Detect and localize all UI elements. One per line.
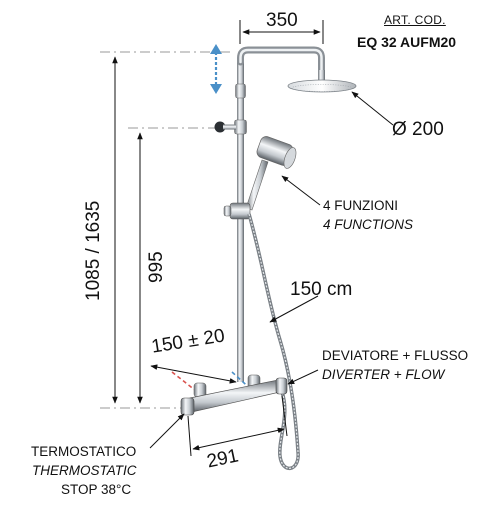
article-code-label: ART. COD. <box>384 13 446 27</box>
shower-hose <box>247 213 300 470</box>
thermostatic-label-it: TERMOSTATICO <box>31 444 137 459</box>
arm-length-label: 350 <box>266 10 298 31</box>
wall-bracket <box>214 121 236 133</box>
functions-label-en: 4 FUNCTIONS <box>323 217 414 232</box>
reference-lines <box>100 51 232 409</box>
mixer-width-dimension <box>187 395 288 457</box>
height-total-label: 1085 / 1635 <box>83 200 104 301</box>
functions-label-it: 4 FUNZIONI <box>323 198 399 213</box>
diverter-label-en: DIVERTER + FLOW <box>322 367 445 382</box>
height-adjust-arrow-icon <box>210 44 222 94</box>
thermostatic-label-en: THERMOSTATIC <box>32 463 137 478</box>
shower-riser <box>234 46 325 382</box>
thermostatic-stop-label: STOP 38°C <box>61 482 132 497</box>
head-shower <box>287 70 357 93</box>
diverter-label-it: DEVIATORE + FLUSSO <box>322 348 469 363</box>
thermostatic-mixer <box>180 374 288 416</box>
hand-shower <box>245 136 297 211</box>
height-bar-label: 995 <box>146 251 167 283</box>
hose-length-label: 150 cm <box>290 279 353 300</box>
slider-bracket <box>223 202 251 220</box>
head-diameter-label: Ø 200 <box>392 119 444 140</box>
article-code: EQ 32 AUFM20 <box>357 34 457 50</box>
arm-length-dimension <box>239 20 324 44</box>
leader-lines <box>149 91 394 449</box>
